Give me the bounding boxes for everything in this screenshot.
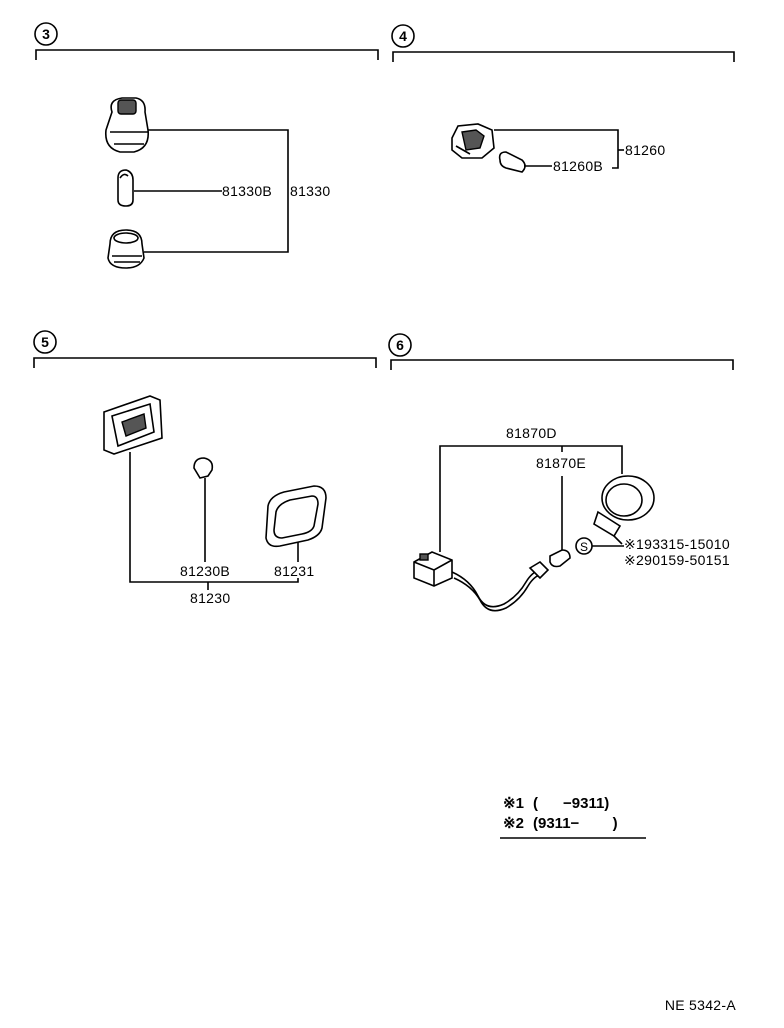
section-4: 4 81260B 81260 (391, 24, 735, 174)
part-number: 81260B (553, 158, 603, 174)
section-3: 3 81330B 81330 (34, 22, 379, 269)
leader-line (613, 535, 623, 545)
screw-symbol: S (575, 537, 593, 555)
housing-part (103, 395, 163, 455)
part-number: 81330 (290, 183, 330, 199)
lens-part (265, 485, 327, 548)
section-number-badge (34, 22, 58, 46)
section-bracket (390, 359, 734, 370)
part-number: 81870E (536, 455, 586, 471)
part-number: 81330B (222, 183, 272, 199)
bulb-part (193, 457, 214, 479)
part-number: ※290159-50151 (624, 552, 730, 568)
part-number: 81260 (625, 142, 665, 158)
socket-part (104, 97, 150, 153)
wire-harness (451, 569, 543, 612)
bulb-socket-part (528, 549, 571, 580)
screw-symbol-label: S (580, 540, 588, 554)
lens-cap-part (107, 229, 145, 269)
reference-code: NE 5342-A (665, 997, 737, 1013)
part-number: 81230B (180, 563, 230, 579)
socket-part (451, 123, 495, 159)
section-bracket (35, 49, 379, 60)
note-mark: ※1 (503, 795, 524, 812)
note-range: ( −9311) (533, 795, 609, 812)
section-6: 6 S 81870D 81870E ※1933 (388, 333, 734, 612)
section-number-badge (391, 24, 415, 48)
leader-line (129, 452, 299, 583)
applicability-notes: ※1 ( −9311) ※2 (9311− ) (500, 795, 646, 839)
leader-line (144, 129, 289, 253)
section-number-badge (388, 333, 412, 357)
leader-line (494, 129, 619, 169)
bulb-part (498, 151, 526, 173)
section-number: 4 (399, 28, 407, 44)
part-number: 81870D (506, 425, 557, 441)
part-number: 81231 (274, 563, 314, 579)
section-bracket (33, 357, 377, 368)
note-mark: ※2 (503, 815, 524, 832)
section-5: 5 81230B 81231 81230 (33, 330, 377, 606)
bulb-part (117, 169, 134, 207)
part-number: ※193315-15010 (624, 536, 730, 552)
section-bracket (392, 51, 735, 62)
note-range: (9311− ) (533, 815, 618, 832)
ring-part (593, 475, 655, 538)
part-number: 81230 (190, 590, 230, 606)
section-number: 3 (42, 26, 50, 42)
section-number-badge (33, 330, 57, 354)
section-number: 5 (41, 334, 49, 350)
leader-line (439, 445, 623, 552)
section-number: 6 (396, 337, 404, 353)
connector-part (413, 551, 453, 587)
